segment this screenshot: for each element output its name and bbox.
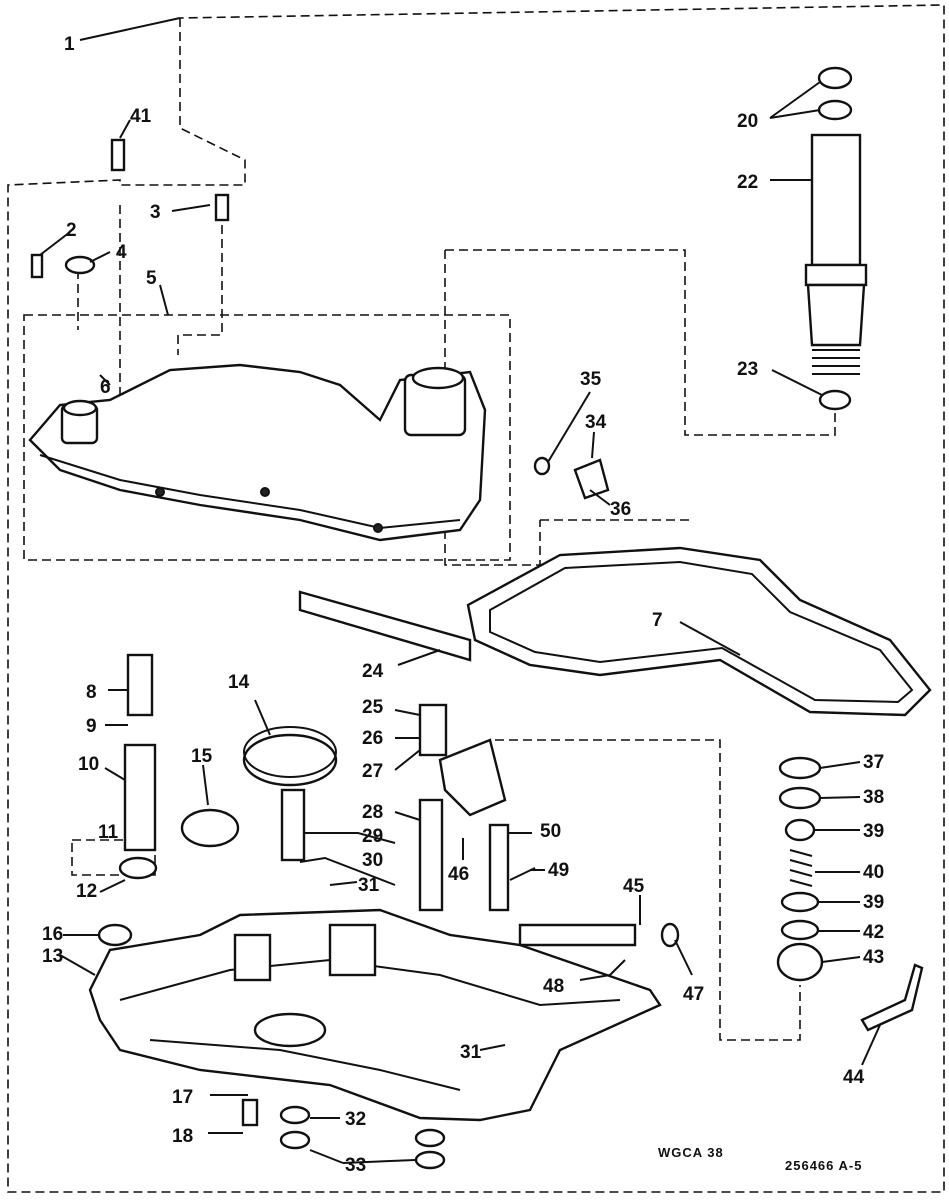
diagram-footer: WGCA 38 256466 A-5 bbox=[658, 1145, 862, 1173]
label-6: 6 bbox=[100, 377, 111, 398]
cover-assembly bbox=[28, 363, 487, 542]
label-28: 28 bbox=[362, 802, 383, 823]
label-34: 34 bbox=[585, 412, 607, 433]
label-13: 13 bbox=[42, 946, 63, 967]
drive-gears bbox=[118, 590, 472, 880]
label-22: 22 bbox=[737, 172, 758, 193]
label-47: 47 bbox=[683, 984, 704, 1005]
label-25: 25 bbox=[362, 697, 384, 718]
label-24: 24 bbox=[362, 661, 384, 682]
label-43: 43 bbox=[863, 947, 884, 968]
label-7: 7 bbox=[652, 610, 663, 631]
label-15: 15 bbox=[191, 746, 213, 767]
label-17: 17 bbox=[172, 1087, 193, 1108]
label-9: 9 bbox=[86, 716, 97, 737]
label-48: 48 bbox=[543, 976, 564, 997]
label-31-upper: 31 bbox=[358, 875, 380, 896]
clutch-stack bbox=[776, 756, 924, 1032]
part-labels: 1 41 2 3 4 5 6 20 22 23 35 34 36 7 24 8 … bbox=[42, 34, 884, 1176]
label-5: 5 bbox=[146, 268, 157, 289]
label-50: 50 bbox=[540, 821, 561, 842]
label-49: 49 bbox=[548, 860, 569, 881]
gear-case-base bbox=[88, 908, 662, 1170]
label-11: 11 bbox=[98, 822, 119, 843]
label-42: 42 bbox=[863, 922, 884, 943]
drawing-code-right: 256466 A-5 bbox=[785, 1158, 862, 1173]
label-40: 40 bbox=[863, 862, 884, 883]
label-39-lower: 39 bbox=[863, 892, 884, 913]
label-2: 2 bbox=[66, 220, 77, 241]
label-41: 41 bbox=[130, 106, 152, 127]
fasteners bbox=[30, 138, 626, 976]
label-46: 46 bbox=[448, 864, 469, 885]
label-32: 32 bbox=[345, 1109, 366, 1130]
label-35: 35 bbox=[580, 369, 602, 390]
leader-lines bbox=[39, 17, 881, 1164]
label-39-upper: 39 bbox=[863, 821, 884, 842]
label-16: 16 bbox=[42, 924, 63, 945]
label-8: 8 bbox=[86, 682, 97, 703]
label-14: 14 bbox=[228, 672, 250, 693]
tub-shaft bbox=[804, 66, 868, 411]
label-20: 20 bbox=[737, 111, 758, 132]
label-10: 10 bbox=[78, 754, 99, 775]
drawing-code-left: WGCA 38 bbox=[658, 1145, 724, 1160]
label-38: 38 bbox=[863, 787, 884, 808]
label-37: 37 bbox=[863, 752, 884, 773]
label-44: 44 bbox=[843, 1067, 865, 1088]
label-29: 29 bbox=[362, 826, 383, 847]
label-31-lower: 31 bbox=[460, 1042, 482, 1063]
label-30: 30 bbox=[362, 850, 383, 871]
label-12: 12 bbox=[76, 881, 97, 902]
label-4: 4 bbox=[116, 242, 127, 263]
pinion-cam-parts bbox=[418, 703, 680, 948]
label-36: 36 bbox=[610, 499, 631, 520]
label-1: 1 bbox=[64, 34, 75, 55]
assembly-boundaries bbox=[7, 4, 945, 1193]
label-26: 26 bbox=[362, 728, 383, 749]
label-45: 45 bbox=[623, 876, 645, 897]
label-27: 27 bbox=[362, 761, 383, 782]
label-3: 3 bbox=[150, 202, 161, 223]
label-18: 18 bbox=[172, 1126, 193, 1147]
label-23: 23 bbox=[737, 359, 758, 380]
label-33: 33 bbox=[345, 1155, 366, 1176]
